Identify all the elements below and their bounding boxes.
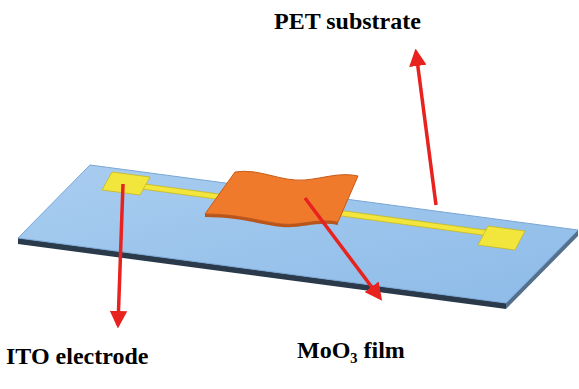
part-label: ITO electrode [6, 343, 148, 369]
leader-arrow [305, 198, 380, 298]
leader-arrow [416, 52, 436, 205]
part-label: MoO₃ film [297, 337, 405, 363]
pet-substrate [18, 165, 578, 303]
leader-arrow [118, 184, 123, 325]
ito-pad [102, 172, 150, 195]
ito-pad [478, 226, 525, 250]
part-label: PET substrate [274, 8, 421, 34]
